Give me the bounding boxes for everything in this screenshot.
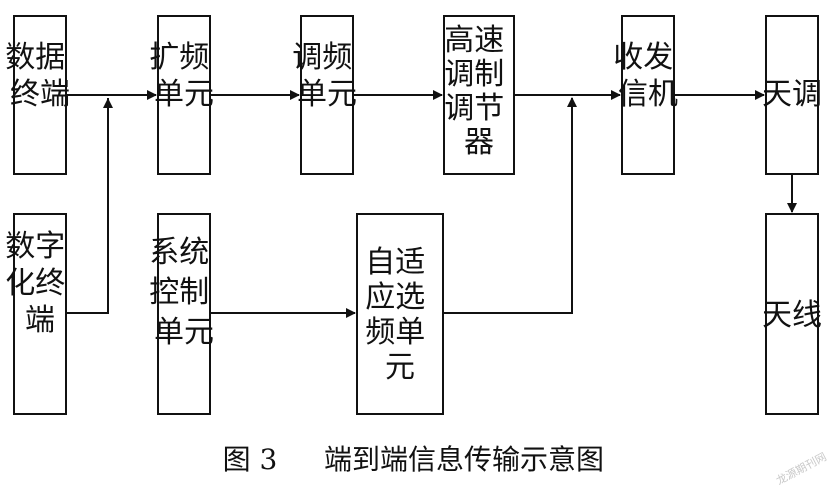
- node-label-line: 系统: [149, 235, 209, 270]
- node-label-line: 单元: [297, 77, 357, 112]
- node-spread-unit: 扩频 单元: [149, 15, 219, 175]
- node-label-line: 扩频: [149, 40, 209, 75]
- connectors: [66, 90, 797, 318]
- watermark: 龙源期刊网: [774, 449, 829, 486]
- node-label-line: 调制: [444, 57, 504, 92]
- edge-adaptive-to-transceiver: [443, 104, 573, 314]
- node-label: 天线: [762, 298, 822, 333]
- node-fm-unit: 调频 单元: [292, 15, 362, 175]
- node-label: 高速 调制 调节 器: [444, 23, 514, 160]
- node-label: 系统 控制 单元: [149, 235, 219, 350]
- figure-title: 端到端信息传输示意图: [324, 443, 604, 476]
- node-adaptive-freq: 自适 应选 频单 元: [356, 213, 444, 415]
- node-label-line: 调节: [444, 91, 504, 126]
- node-antenna-tuner: 天调: [762, 15, 822, 175]
- node-label-line: 应选: [365, 280, 425, 315]
- node-label: 天调: [762, 77, 822, 112]
- node-hs-modem: 高速 调制 调节 器: [443, 15, 515, 175]
- node-label-line: 终端: [10, 77, 70, 112]
- figure-caption: 图 3 端到端信息传输示意图: [223, 443, 604, 476]
- node-label: 调频 单元: [292, 40, 362, 112]
- node-label-line: 收发: [613, 40, 673, 75]
- node-data-terminal: 数据 终端: [5, 15, 75, 175]
- node-label-line: 元: [385, 350, 415, 385]
- node-digital-terminal: 数字 化终 端: [5, 213, 75, 415]
- node-label: 收发 信机: [613, 40, 683, 112]
- node-label: 数据 终端: [5, 40, 75, 112]
- node-label: 自适 应选 频单 元: [365, 245, 435, 385]
- node-antenna: 天线: [762, 213, 822, 415]
- node-label-line: 化终: [5, 266, 65, 301]
- edge-digital-terminal-to-spread: [66, 98, 109, 314]
- node-label: 扩频 单元: [149, 40, 219, 112]
- node-label-line: 数据: [5, 40, 65, 75]
- node-label-line: 单元: [154, 315, 214, 350]
- node-label-line: 天调: [762, 77, 822, 112]
- node-label-line: 端: [25, 303, 55, 338]
- node-label-line: 自适: [365, 245, 425, 280]
- node-label-line: 天线: [762, 298, 822, 333]
- node-label-line: 频单: [365, 315, 425, 350]
- node-transceiver: 收发 信机: [613, 15, 683, 175]
- node-label-line: 器: [464, 125, 494, 160]
- node-label-line: 数字: [5, 229, 65, 264]
- node-label-line: 调频: [292, 40, 352, 75]
- node-sys-control: 系统 控制 单元: [149, 213, 219, 415]
- node-label-line: 单元: [154, 77, 214, 112]
- node-label-line: 高速: [444, 23, 504, 58]
- figure-label: 图 3: [223, 443, 278, 476]
- node-label-line: 信机: [618, 77, 678, 112]
- node-label: 数字 化终 端: [5, 229, 75, 338]
- node-label-line: 控制: [149, 275, 209, 310]
